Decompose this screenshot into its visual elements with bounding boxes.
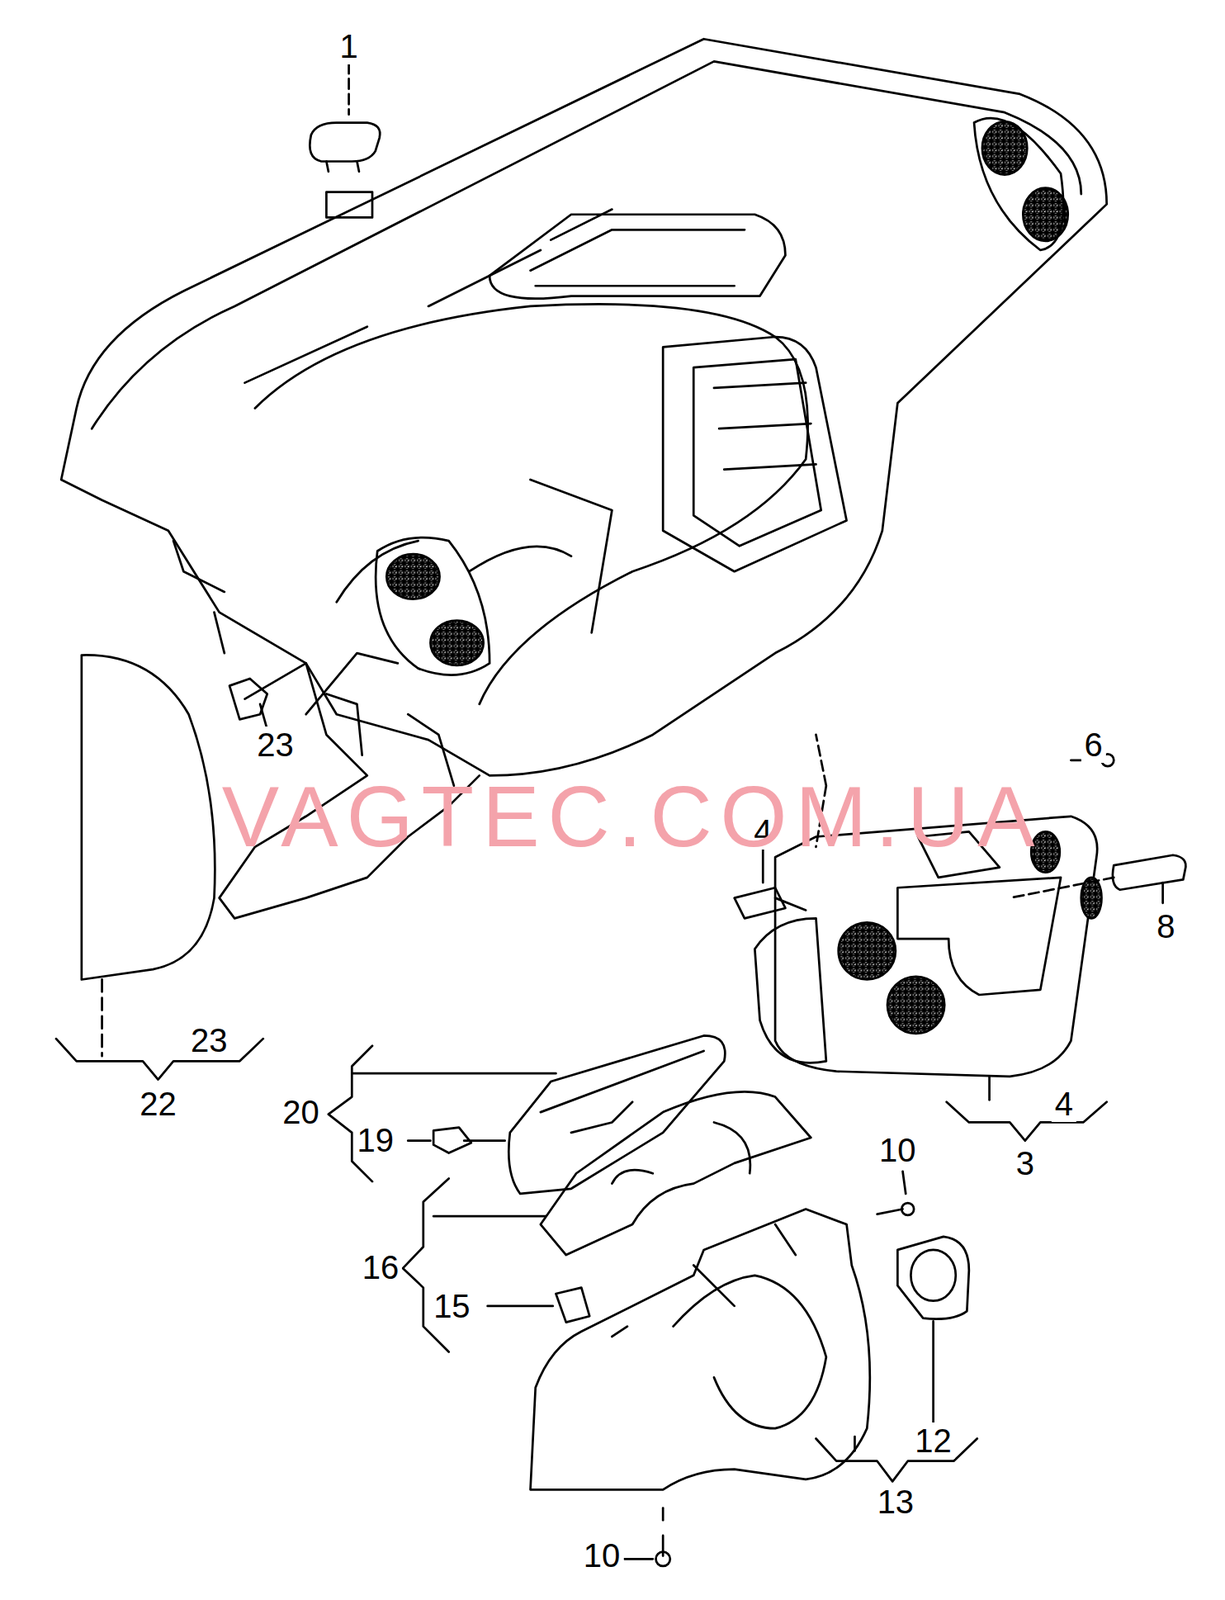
- callout-number: 3: [1012, 1144, 1038, 1182]
- callout-number: 12: [911, 1422, 956, 1459]
- callout-number: 6: [1080, 726, 1106, 763]
- callout-number: 23: [187, 1021, 232, 1059]
- callout-number: 19: [353, 1121, 398, 1159]
- callout-number: 22: [136, 1085, 180, 1122]
- callout-number: 20: [279, 1093, 323, 1131]
- callout-number: 4: [1051, 1085, 1077, 1122]
- callout-number: 15: [430, 1287, 474, 1325]
- callout-number: 1: [335, 28, 361, 65]
- callout-number: 8: [1153, 908, 1178, 945]
- callout-number: 13: [874, 1483, 918, 1520]
- callout-number: 10: [580, 1537, 625, 1574]
- callout-number: 16: [359, 1248, 403, 1286]
- callout-number: 10: [875, 1131, 920, 1169]
- callout-number: 23: [253, 726, 298, 763]
- watermark: VAGTEC.COM.UA: [222, 773, 1044, 860]
